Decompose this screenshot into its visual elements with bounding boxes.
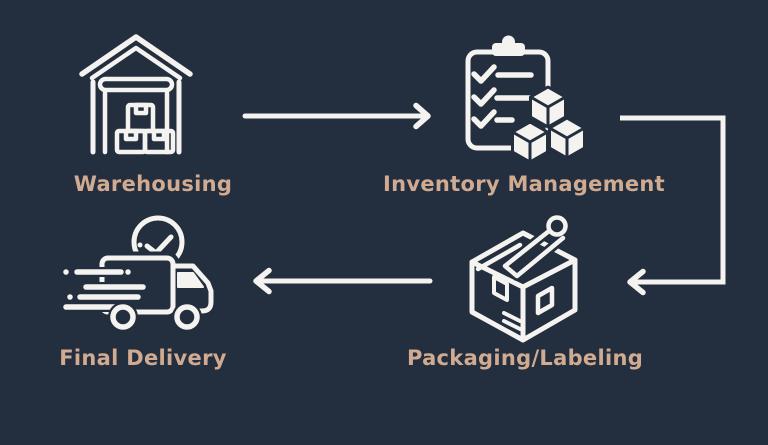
warehousing-label: Warehousing: [73, 172, 233, 196]
arrow-head-right: [413, 102, 431, 130]
final-delivery-label: Final Delivery: [59, 346, 227, 370]
arrow-head-left: [253, 267, 272, 295]
warehouse-icon: [79, 34, 193, 155]
check-3: [471, 109, 497, 129]
warehouse-roof-inner: [89, 45, 183, 81]
wheel-front: [174, 304, 200, 330]
arrow-packaging-to-delivery: [253, 267, 433, 295]
cube-bottom-right-edges: [548, 126, 586, 158]
box-top-flap: [133, 102, 149, 116]
warehouse-lintel: [97, 76, 175, 93]
clock-hands: [144, 234, 174, 256]
delivery-truck-clock-icon: [61, 215, 218, 332]
connector-inventory-to-packaging: [620, 115, 726, 296]
warehouse-roof-outer: [79, 34, 193, 77]
arrow-head-left: [627, 268, 646, 296]
cube-top-edges: [529, 95, 567, 127]
box-bottom-right-flap: [151, 128, 167, 142]
cube-bottom-left-edges: [511, 130, 549, 162]
connector-elbow: [620, 115, 726, 285]
wheel-rear: [110, 304, 136, 330]
open-box-tape-icon: [469, 213, 578, 343]
check-1: [471, 64, 497, 84]
packaging-labeling-label: Packaging/Labeling: [406, 346, 644, 370]
clipboard-checklist-boxes-icon: [465, 35, 586, 164]
tape-band: [502, 228, 566, 279]
box-dashes: [502, 311, 522, 331]
box-bottom-left-flap: [123, 128, 139, 142]
box-bottom-left: [114, 128, 148, 155]
tape-roll: [546, 215, 568, 237]
truck-wheels: [108, 302, 202, 332]
box-hanging-flap: [492, 275, 509, 302]
truck-cab: [170, 263, 214, 314]
arrow-warehousing-to-inventory: [242, 102, 431, 130]
checklist-marks: [471, 64, 534, 129]
clipboard-clip: [492, 35, 525, 56]
box-outline: [469, 230, 578, 343]
truck-window: [177, 272, 204, 288]
box-label: [535, 285, 555, 316]
box-flap-line: [475, 242, 523, 272]
speed-lines: [63, 269, 146, 310]
box-top: [125, 102, 156, 134]
clip-bar: [492, 43, 525, 56]
inventory-management-label: Inventory Management: [382, 172, 666, 196]
warehouse-boxes: [114, 102, 176, 155]
check-2: [471, 87, 497, 107]
inventory-cubes: [511, 85, 586, 164]
